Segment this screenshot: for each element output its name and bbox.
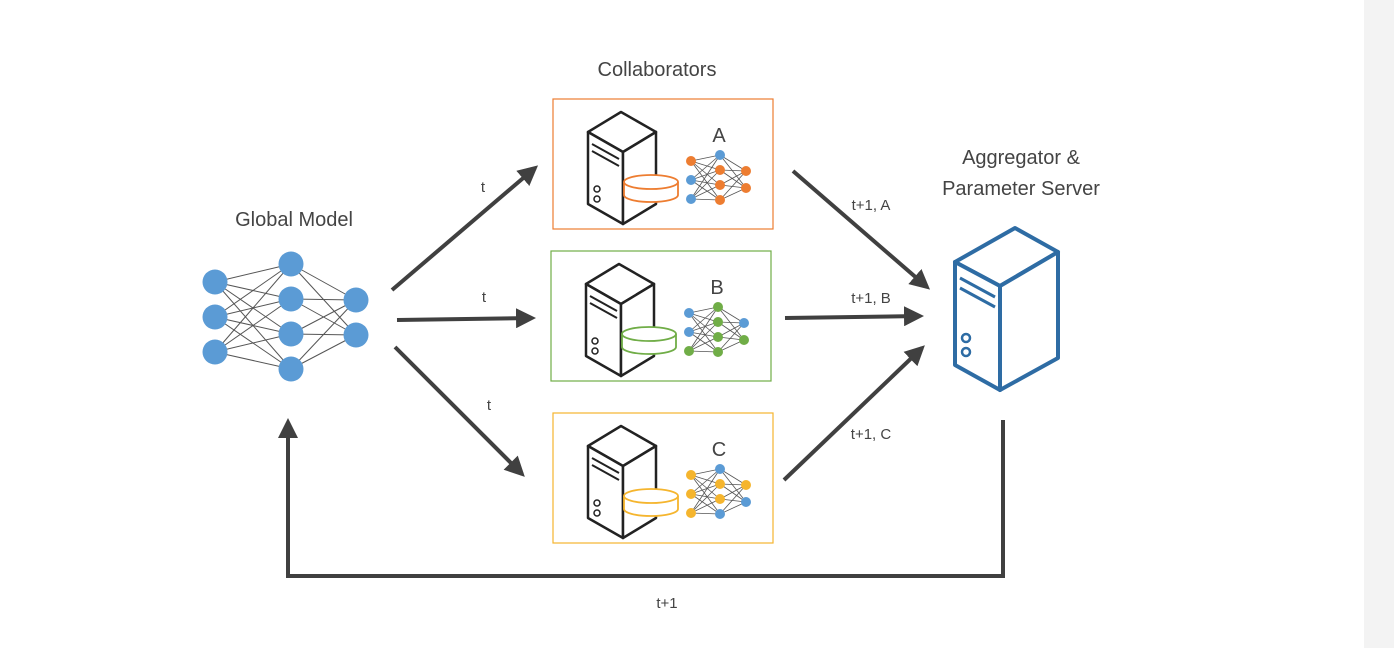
collaborator-box-b: B	[550, 250, 772, 382]
edge-label-from-a: t+1, A	[852, 197, 891, 214]
network-node	[684, 308, 694, 318]
edge-label-to-b: t	[482, 289, 487, 306]
network-node	[739, 335, 749, 345]
arrow-from-b	[784, 306, 924, 327]
network-node	[715, 494, 725, 504]
collaborator-letter: C	[712, 439, 726, 461]
network-node	[715, 180, 725, 190]
network-node	[741, 497, 751, 507]
network-node	[741, 183, 751, 193]
network-node	[686, 156, 696, 166]
network-node	[686, 508, 696, 518]
network-node	[686, 194, 696, 204]
network-node	[278, 251, 304, 277]
collaborator-letter: B	[710, 277, 723, 299]
network-node	[713, 317, 723, 327]
network-node	[715, 195, 725, 205]
network-node	[684, 346, 694, 356]
network-node	[684, 327, 694, 337]
arrow-to-b	[396, 308, 536, 329]
edge-label-to-a: t	[481, 179, 486, 196]
network-node	[278, 356, 304, 382]
edge-label-to-c: t	[487, 397, 492, 414]
network-node	[686, 470, 696, 480]
collaborator-neural-network-icon	[686, 464, 751, 519]
collaborator-letter: A	[712, 125, 726, 147]
network-node	[278, 321, 304, 347]
collaborator-frame	[552, 98, 774, 230]
collaborator-box-a: A	[552, 98, 774, 230]
edge-label-feedback: t+1	[656, 595, 677, 612]
collaborator-server-icon	[584, 262, 656, 378]
collaborators-title: Collaborators	[598, 59, 717, 81]
collaborator-box-c: C	[552, 412, 774, 544]
collaborator-frame	[552, 412, 774, 544]
network-node	[713, 347, 723, 357]
network-node	[713, 332, 723, 342]
database-icon	[621, 326, 677, 355]
network-node	[202, 269, 228, 295]
feedback-arrow	[278, 418, 1005, 578]
arrow-from-a	[791, 169, 931, 290]
global-model-neural-network-icon	[202, 251, 369, 382]
network-node	[686, 175, 696, 185]
network-node	[715, 509, 725, 519]
network-node	[202, 339, 228, 365]
global-model-title: Global Model	[235, 209, 353, 231]
network-node	[741, 166, 751, 176]
network-node	[686, 489, 696, 499]
network-node	[715, 479, 725, 489]
network-node	[739, 318, 749, 328]
network-node	[715, 464, 725, 474]
database-icon	[623, 488, 679, 517]
collaborator-server-icon	[586, 424, 658, 540]
network-node	[202, 304, 228, 330]
network-node	[713, 302, 723, 312]
collaborator-server-icon	[586, 110, 658, 226]
network-node	[278, 286, 304, 312]
collaborator-frame	[550, 250, 772, 382]
aggregator-server-icon	[953, 226, 1060, 392]
arrow-from-c	[782, 345, 925, 482]
collaborator-neural-network-icon	[684, 302, 749, 357]
page-edge-strip	[1364, 0, 1394, 648]
network-node	[343, 322, 369, 348]
aggregator-title-line1: Aggregator &	[962, 147, 1081, 169]
edge-label-from-c: t+1, C	[851, 426, 892, 443]
edge-label-from-b: t+1, B	[851, 290, 891, 307]
aggregator-title-line2: Parameter Server	[942, 178, 1100, 200]
network-node	[741, 480, 751, 490]
arrow-to-a	[390, 165, 539, 292]
collaborator-neural-network-icon	[686, 150, 751, 205]
arrow-to-c	[393, 345, 525, 477]
global-network-graph	[202, 251, 369, 382]
database-icon	[623, 174, 679, 203]
network-node	[715, 150, 725, 160]
network-node	[343, 287, 369, 313]
network-node	[715, 165, 725, 175]
